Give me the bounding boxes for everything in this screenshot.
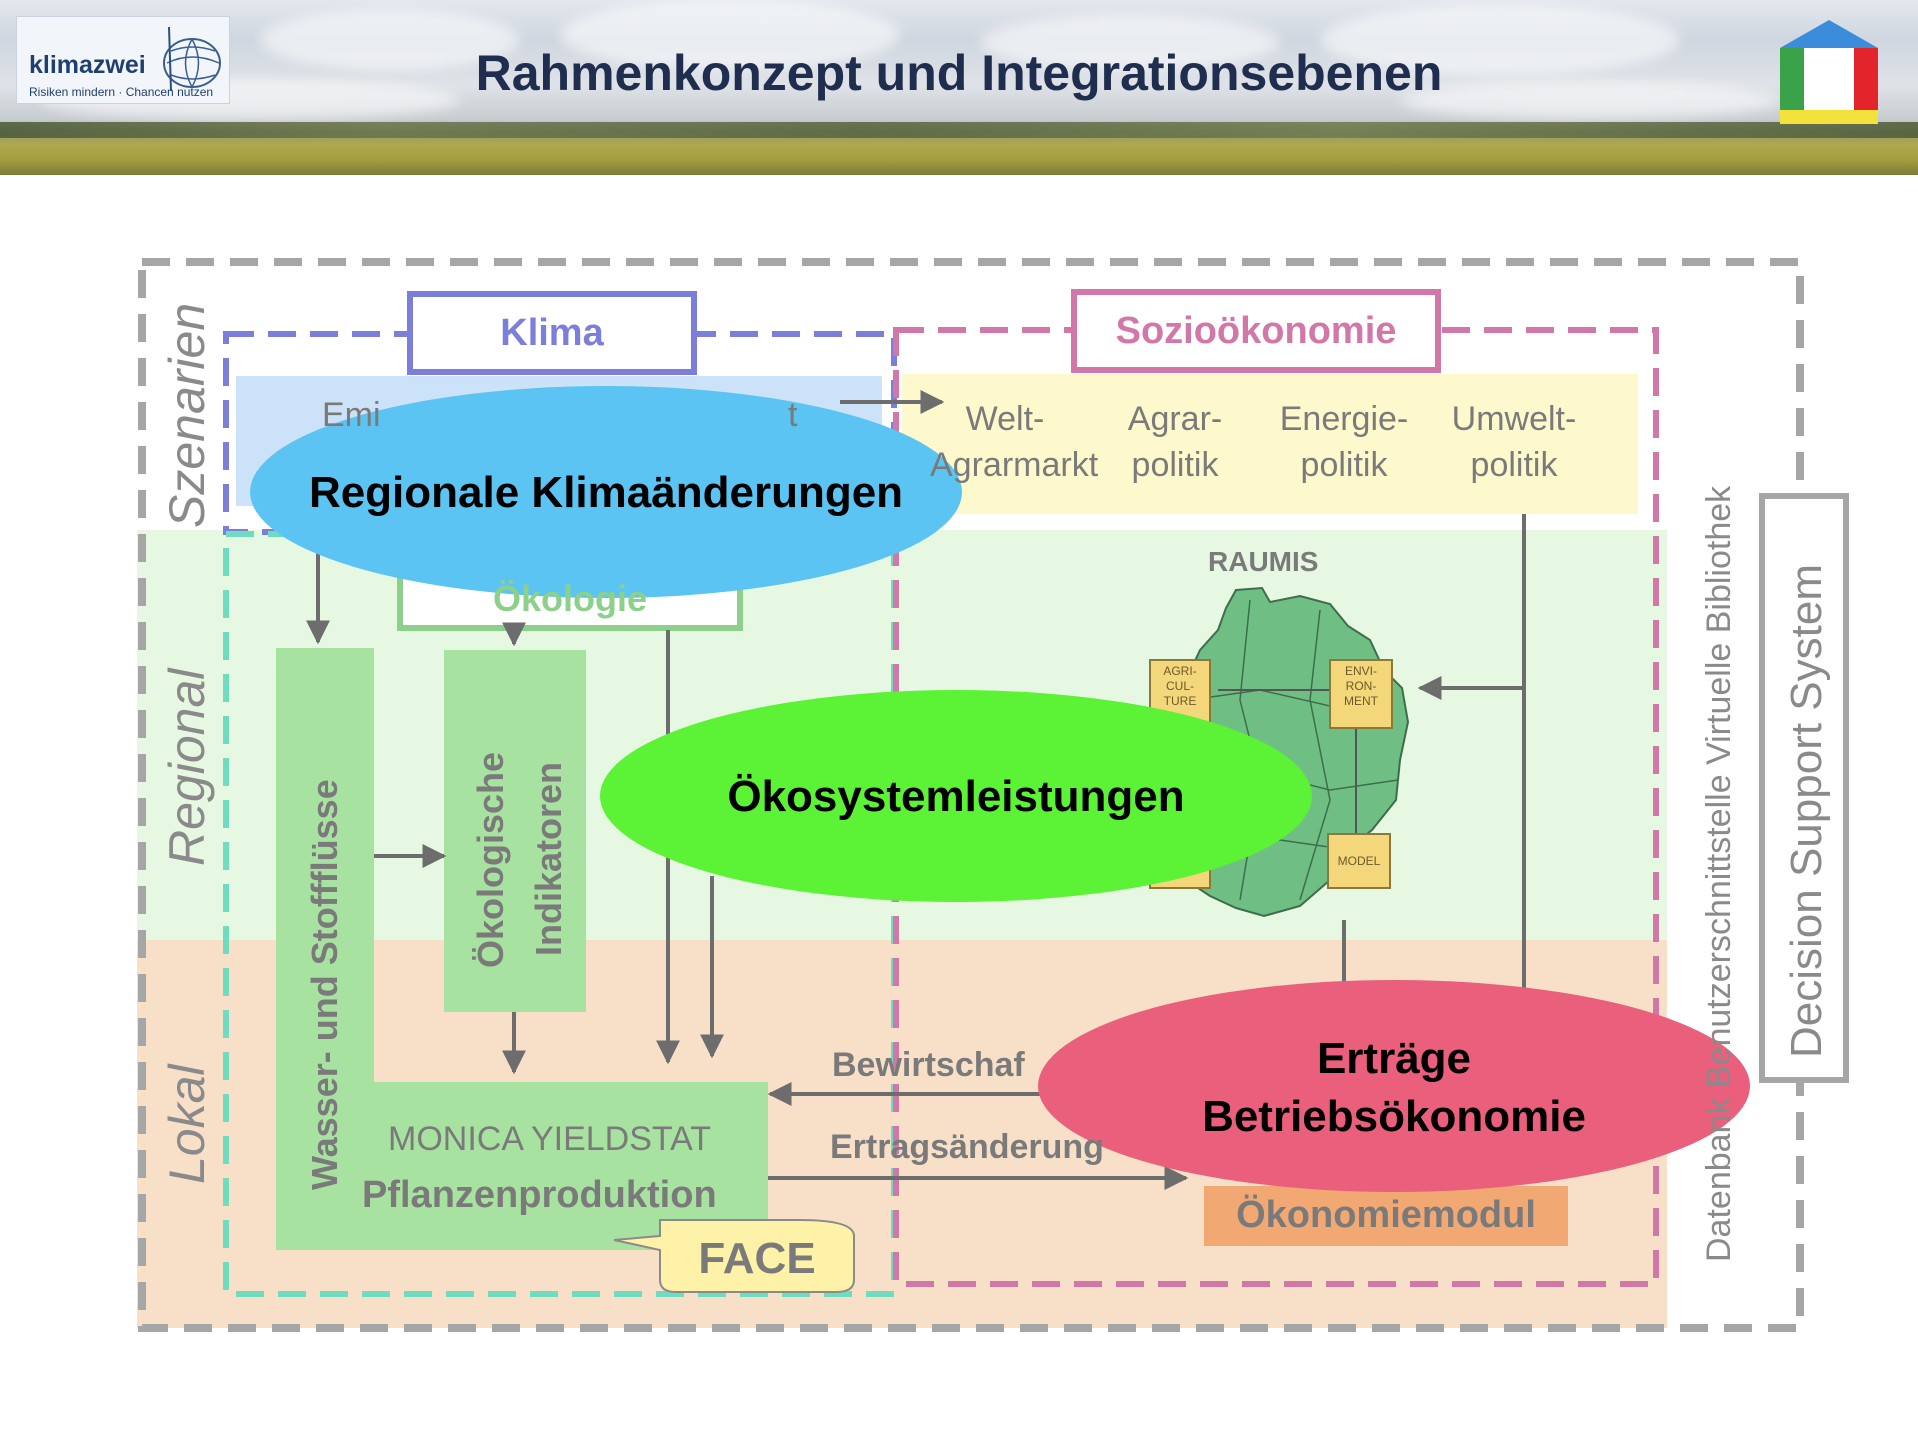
tree-line	[0, 122, 1918, 138]
raumis-agriculture: AGRI- CUL- TURE	[1163, 664, 1197, 708]
klimazwei-logo: klimazwei Risiken mindern · Chancen nutz…	[16, 16, 230, 104]
oekonomiemodul-label: Ökonomiemodul	[1236, 1194, 1536, 1236]
socio-item-line2: politik	[1470, 446, 1558, 484]
socio-item-umweltpolitik: Umwelt- politik	[1436, 396, 1592, 488]
monica-yieldstat-label: MONICA YIELDSTAT	[388, 1120, 712, 1158]
socio-item-line1: Agrar-	[1127, 400, 1223, 438]
indikatoren-label-2: Indikatoren	[528, 761, 569, 956]
indikatoren-label-1: Ökologische	[470, 751, 511, 968]
regionale-klimaaenderungen-label: Regionale Klimaänderungen	[308, 468, 904, 517]
ertraege-ellipse	[1038, 980, 1750, 1192]
logo-tagline: Risiken mindern · Chancen nutzen	[29, 85, 214, 99]
oekosystem-ellipse	[600, 690, 1312, 902]
klima-panel-text-right: t	[788, 396, 798, 434]
socio-item-line2: politik	[1131, 446, 1219, 484]
pflanzen-box	[276, 648, 768, 1250]
socio-item-line1: Welt-	[965, 400, 1045, 438]
oekologie-label: Ökologie	[492, 578, 648, 619]
ertragsaenderung-label: Ertragsänderung	[830, 1128, 1104, 1166]
socio-label-box	[1071, 289, 1441, 373]
decision-support-label: Decision Support System	[1782, 564, 1831, 1058]
raumis-title: RAUMIS	[1208, 546, 1319, 577]
klima-panel-text-left: Emi	[322, 396, 381, 434]
socio-item-line2: Agrarmarkt	[930, 446, 1099, 484]
pflanzenproduktion-label: Pflanzenproduktion	[362, 1174, 717, 1216]
decision-support-box	[1759, 493, 1849, 1083]
face-label: FACE	[698, 1234, 816, 1283]
oekonomiemodul-box	[1204, 1186, 1568, 1246]
level-label-regional: Regional	[159, 668, 215, 866]
logo-wordmark: klimazwei	[29, 51, 146, 79]
socio-panel	[902, 374, 1638, 514]
face-callout	[613, 1219, 855, 1293]
header-banner	[0, 0, 1918, 175]
level-label-szenarien: Szenarien	[159, 302, 215, 528]
wasser-stoffflusse-label: Wasser- und Stoffflüsse	[304, 779, 345, 1190]
ertraege-line1: Erträge	[1316, 1034, 1472, 1083]
level-label-lokal: Lokal	[159, 1064, 215, 1184]
bewirtschaftung-label: Bewirtschaf	[832, 1046, 1025, 1084]
soziooekonomie-label: Sozioökonomie	[1115, 310, 1397, 352]
socio-item-energiepolitik: Energie- politik	[1266, 396, 1422, 488]
ertraege-label: Erträge Betriebsökonomie	[1038, 1030, 1750, 1146]
socio-item-agrarpolitik: Agrar- politik	[1100, 396, 1250, 488]
socio-item-line2: politik	[1300, 446, 1388, 484]
klima-label: Klima	[500, 312, 604, 354]
ertraege-line2: Betriebsökonomie	[1202, 1092, 1586, 1141]
regionale-ellipse	[250, 386, 962, 598]
oekosystemleistungen-label: Ökosystemleistungen	[727, 772, 1185, 821]
page-title: Rahmenkonzept und Integrationsebenen	[475, 45, 1443, 101]
socio-item-line1: Energie-	[1279, 400, 1409, 438]
raumis-environment: ENVI- RON- MENT	[1344, 664, 1378, 708]
indikatoren-box	[444, 650, 586, 1012]
socio-item-line1: Umwelt-	[1451, 400, 1577, 438]
socio-item-weltagrarmarkt: Welt- Agrarmarkt	[930, 396, 1099, 488]
house-logo-icon	[1780, 20, 1878, 124]
raumis-model: MODEL	[1337, 854, 1381, 868]
klima-label-box	[407, 291, 697, 375]
globe-icon	[163, 26, 221, 92]
